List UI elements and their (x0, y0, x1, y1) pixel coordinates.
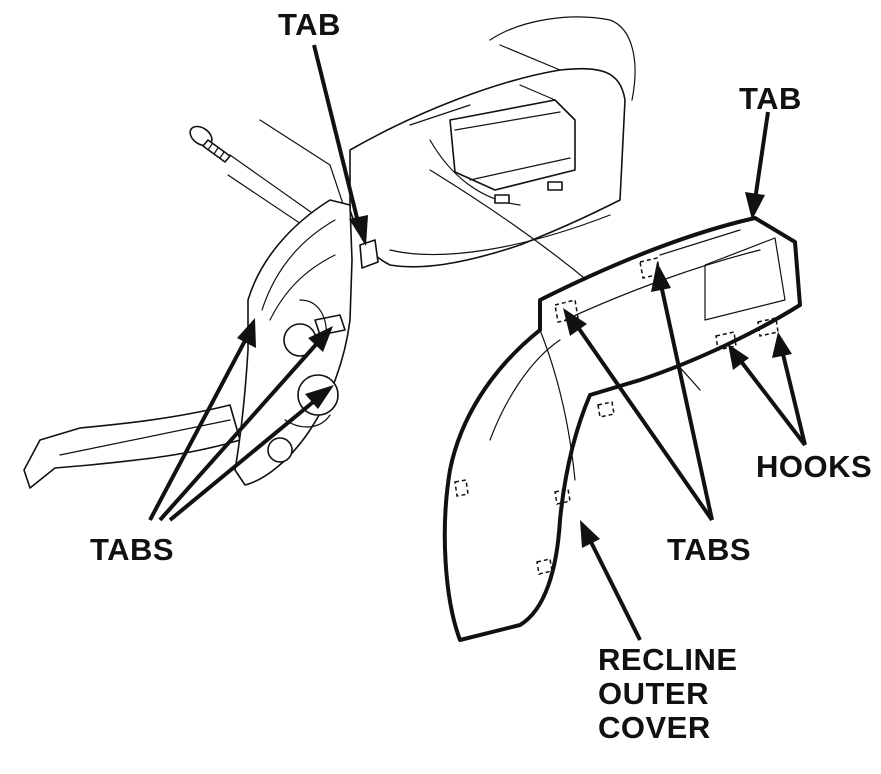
label-cover-line-2: OUTER (598, 676, 709, 711)
leader-lines (148, 44, 807, 641)
recline-inner-cover (234, 199, 379, 486)
recline-lever (23, 404, 241, 489)
seat-belt-buckle (449, 84, 576, 204)
screw (189, 125, 326, 241)
label-tabs-left: TABS (90, 532, 175, 567)
recline-outer-cover (442, 216, 802, 642)
label-tab-right: TAB (739, 81, 802, 116)
label-tab-left: TAB (278, 7, 341, 42)
label-tabs-right: TABS (667, 532, 752, 567)
label-hooks: HOOKS (756, 449, 873, 484)
label-cover-line-3: COVER (598, 710, 711, 745)
label-recline-outer-cover: RECLINE OUTER COVER (598, 643, 738, 745)
label-cover-line-1: RECLINE (598, 642, 738, 677)
